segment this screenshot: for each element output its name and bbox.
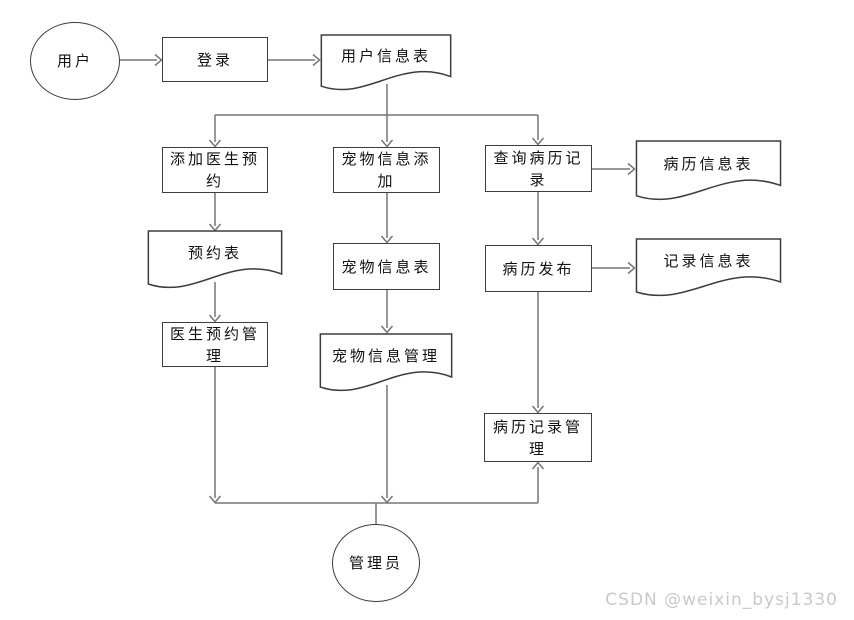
node-user-info-table: 用户信息表: [320, 34, 452, 92]
document-shape: [635, 140, 782, 202]
node-medical-record-info-table: 病历信息表: [635, 140, 782, 202]
node-pet-info-add: 宠物信息添加: [333, 147, 440, 193]
node-pet-info-mgmt: 宠物信息管理: [319, 333, 453, 393]
node-query-medical-record-label: 查询病历记录: [493, 148, 584, 189]
node-query-medical-record: 查询病历记录: [485, 145, 592, 192]
node-login: 登录: [162, 37, 268, 82]
node-medical-record-publish: 病历发布: [485, 245, 592, 292]
node-pet-info-add-label: 宠物信息添加: [341, 150, 432, 190]
node-medical-record-mgmt: 病历记录管理: [484, 413, 592, 462]
node-appointment-table: 预约表: [147, 230, 283, 290]
document-shape: [147, 230, 283, 290]
node-doctor-appointment-mgmt-label: 医生预约管理: [169, 324, 260, 365]
node-user: 用户: [30, 22, 120, 100]
document-shape: [320, 34, 452, 92]
node-medical-record-mgmt-label: 病历记录管理: [492, 417, 583, 458]
node-login-label: 登录: [196, 50, 233, 69]
node-pet-info-table-label: 宠物信息表: [341, 257, 432, 276]
node-pet-info-mgmt-label: 宠物信息管理: [331, 347, 440, 365]
node-user-info-table-label: 用户信息表: [340, 47, 431, 65]
node-doctor-appointment-mgmt: 医生预约管理: [162, 322, 268, 367]
node-add-doctor-appointment: 添加医生预约: [162, 147, 268, 193]
node-admin: 管理员: [332, 524, 420, 602]
node-medical-record-publish-label: 病历发布: [502, 259, 575, 278]
watermark: CSDN @weixin_bysj1330: [605, 590, 838, 610]
node-record-info-table-label: 记录信息表: [663, 252, 754, 270]
node-admin-label: 管理员: [348, 554, 403, 572]
document-shape: [635, 238, 782, 298]
node-add-doctor-appointment-label: 添加医生预约: [169, 150, 260, 190]
document-shape: [319, 333, 453, 393]
node-appointment-table-label: 预约表: [187, 244, 242, 262]
node-medical-record-info-table-label: 病历信息表: [663, 155, 754, 173]
node-record-info-table: 记录信息表: [635, 238, 782, 298]
node-user-label: 用户: [56, 52, 93, 70]
node-pet-info-table: 宠物信息表: [333, 243, 440, 290]
